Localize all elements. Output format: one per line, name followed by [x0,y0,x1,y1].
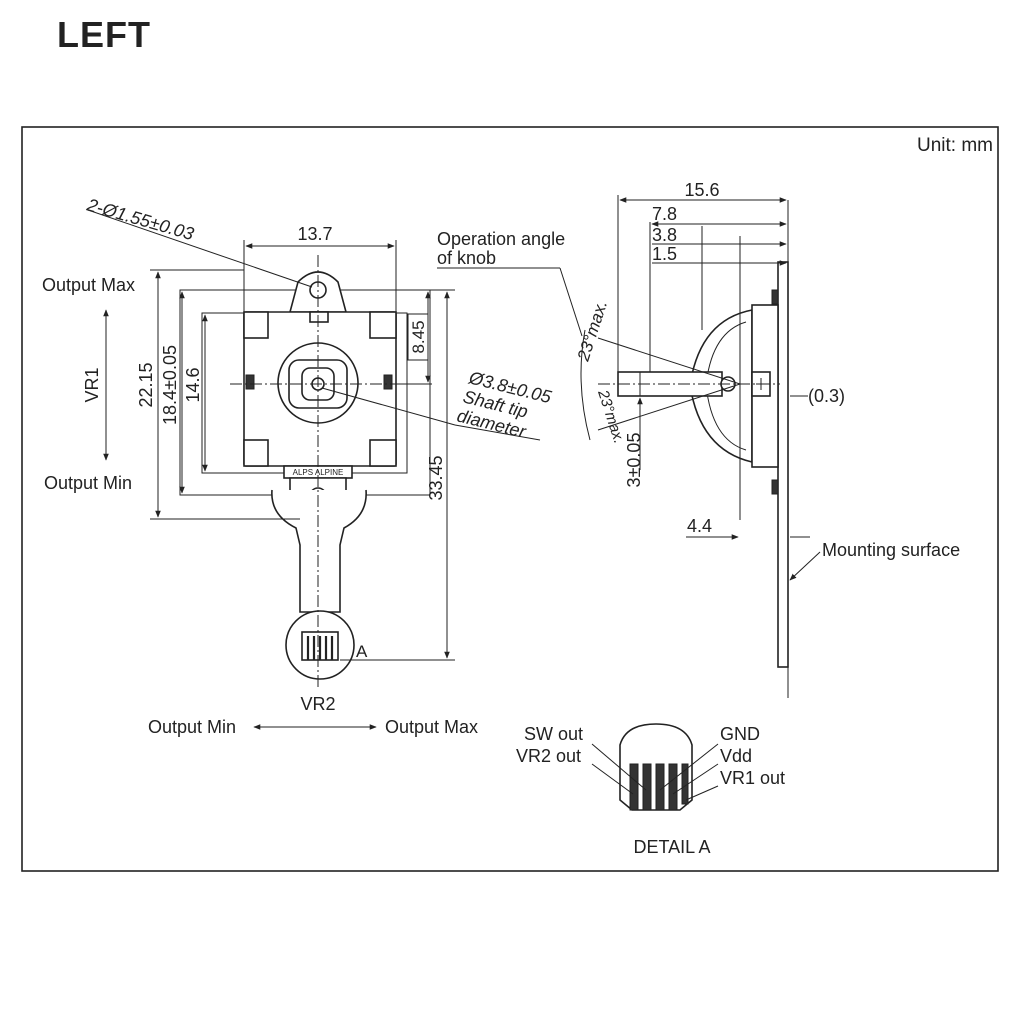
detail-vr1-out: VR1 out [720,768,785,788]
dim-7-8: 7.8 [652,204,677,224]
drawing-frame [21,126,999,872]
angle-upper: 23°max. [573,298,611,364]
dim-4-4: 4.4 [687,516,712,536]
dim-height-outer: 22.15 [136,362,156,407]
brand-marking: ALPS ALPINE [293,468,344,477]
output-max-right-label: Output Max [385,717,478,737]
mounting-surface-label: Mounting surface [822,540,960,560]
detail-sw-out: SW out [524,724,583,744]
vr2-label: VR2 [300,694,335,714]
dim-15-6: 15.6 [684,180,719,200]
operation-angle-line1: Operation angle [437,229,565,249]
front-view: ALPS ALPINE A 13.7 2-Ø1.55±0.03 22.15 [42,194,554,737]
dim-0-3: (0.3) [808,386,845,406]
detail-vr2-out: VR2 out [516,746,581,766]
dim-3-8: 3.8 [652,225,677,245]
output-max-top-label: Output Max [42,275,135,295]
dim-width: 13.7 [297,224,332,244]
mounting-board [777,261,789,668]
dim-total-length: 33.45 [426,455,446,500]
detail-marker: A [356,642,368,661]
detail-title: DETAIL A [633,837,710,857]
operation-angle-line2: of knob [437,248,496,268]
detail-a: SW out VR2 out GND Vdd VR1 out DETAIL A [516,723,785,857]
detail-gnd: GND [720,724,760,744]
vr1-label: VR1 [82,367,102,402]
dim-1-5: 1.5 [652,244,677,264]
page-title: LEFT [57,14,151,55]
output-min-left-label: Output Min [148,717,236,737]
dim-height-mid: 18.4±0.05 [160,345,180,425]
unit-label: Unit: mm [917,135,993,156]
dim-top-offset: 8.45 [409,320,428,353]
hole-callout: 2-Ø1.55±0.03 [84,194,196,244]
output-min-bottom-label: Output Min [44,473,132,493]
flex-cable [271,489,367,613]
detail-vdd: Vdd [720,746,752,766]
dim-shaft-offset: 3±0.05 [624,433,644,488]
dim-height-inner: 14.6 [183,367,203,402]
